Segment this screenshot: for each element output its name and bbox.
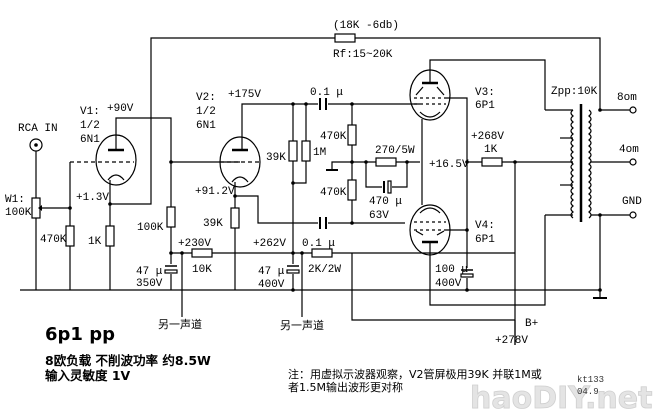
cathode-resistor-v1 — [105, 225, 115, 247]
note-line-2: 者1.5M输出波形更对称 — [288, 380, 403, 394]
cathode-voltage: +16.5V — [429, 159, 469, 171]
v3-name: V3: — [475, 87, 495, 99]
pot-name: W1: — [5, 194, 25, 206]
cap-bottom-label: 0.1 μ — [302, 238, 335, 250]
res-10k-label: 10K — [192, 264, 212, 276]
v3-type: 6P1 — [475, 100, 495, 112]
v1-plate-voltage: +90V — [107, 103, 134, 115]
grid-resistor-top-label: 470K — [320, 131, 347, 143]
grid-resistor-bottom — [347, 179, 357, 201]
rca-input-label: RCA IN — [18, 123, 58, 135]
output-transformer: Zpp:10K 8om 4om GND — [545, 86, 642, 299]
cathode-resistor-v2 — [230, 207, 240, 229]
screen-cap-voltage: 400V — [435, 278, 462, 290]
watermark: haoDIY.net — [470, 381, 652, 413]
v1-cathode-voltage: +1.3V — [76, 192, 109, 204]
cap1-voltage: 350V — [136, 278, 163, 290]
terminal-8om — [629, 106, 637, 114]
cap1-value: 47 μ — [136, 266, 163, 278]
v2-section: 1/2 — [196, 106, 216, 118]
other-channel-label-2: 另一声道 — [280, 318, 324, 332]
cap2-voltage: 400V — [258, 279, 285, 291]
note-line-1: 注：用虚拟示波器观察，V2管屏极用39K 并联1M或 — [288, 367, 542, 381]
node-262-label: +262V — [253, 238, 286, 250]
tap-8om-label: 8om — [617, 92, 637, 104]
v2-type: 6N1 — [196, 120, 216, 132]
grid-resistor-label: 470K — [40, 234, 67, 246]
cathode-bias-network: 270/5W 470 μ 63V +16.5V — [352, 119, 469, 222]
cathode-cap-voltage: 63V — [369, 210, 389, 222]
transformer-label: Zpp:10K — [551, 86, 598, 98]
v2-plate-resistor-b-label: 1M — [313, 147, 326, 159]
cathode-resistor-label: 270/5W — [375, 145, 415, 157]
signature-line-2: 04.9 — [577, 387, 599, 397]
supply-resistor-10k — [191, 248, 213, 258]
circuit-title: 6p1 pp — [45, 324, 115, 345]
input-stage: RCA IN W1: 100K 470K — [5, 123, 75, 290]
feedback-label-top: (18K -6db) — [333, 20, 399, 32]
signature-line-1: kt133 — [577, 375, 604, 385]
tube-v4: V4: 6P1 — [409, 204, 546, 306]
other-channel-label-1: 另一声道 — [158, 317, 202, 331]
coupling-cap-top-label: 0.1 μ — [310, 87, 343, 99]
plate-resistor-v2-39k — [288, 140, 298, 162]
cathode-cap-value: 470 μ — [369, 196, 402, 208]
plate-resistor-v1 — [166, 206, 176, 228]
terminal-gnd — [629, 211, 637, 219]
cap2-value: 47 μ — [258, 266, 285, 278]
spec-line-2: 输入灵敏度 1V — [45, 368, 131, 383]
res-2k-label: 2K/2W — [308, 264, 341, 276]
v4-type: 6P1 — [475, 234, 495, 246]
b-plus-label: B+ — [525, 318, 538, 330]
b-plus-voltage: +278V — [495, 335, 528, 347]
screen-resistor-1k — [481, 157, 503, 167]
ground-bus — [20, 288, 602, 292]
v2-plate-voltage: +175V — [228, 89, 261, 101]
spec-line-1: 8欧负载 不削波功率 约8.5W — [45, 353, 211, 368]
v4-name: V4: — [475, 220, 495, 232]
tube-v2: V2: 1/2 6N1 +175V 39K 1M +91.2V 39K — [195, 89, 420, 290]
plate-resistor-v2-1m — [301, 140, 311, 162]
v2-cathode-resistor-label: 39K — [203, 218, 223, 230]
v2-plate-resistor-a-label: 39K — [266, 152, 286, 164]
cathode-resistor-270 — [375, 157, 397, 167]
screen-supply: +268V 1K 100 μ 400V — [435, 131, 573, 345]
tap-4om-label: 4om — [619, 144, 639, 156]
terminal-4om — [629, 158, 637, 166]
v1-section: 1/2 — [80, 120, 100, 132]
power-supply: +230V 10K 47 μ 350V +262V 0.1 μ 2K/2W 47… — [136, 230, 538, 347]
tap-gnd-label: GND — [622, 196, 642, 208]
screen-voltage: +268V — [471, 131, 504, 143]
coupling-network: 0.1 μ 470K 470K — [310, 87, 357, 229]
grid-resistor-bottom-label: 470K — [320, 187, 347, 199]
v1-plate-resistor-label: 100K — [137, 222, 164, 234]
feedback-network: (18K -6db) Rf:15~20K — [150, 20, 601, 118]
node-230-label: +230V — [178, 238, 211, 250]
supply-resistor-2k — [311, 248, 333, 258]
grid-resistor-470k — [65, 225, 75, 247]
tube-v1: V1: 1/2 6N1 +90V +1.3V 1K 100K — [70, 103, 240, 290]
v1-cathode-resistor-label: 1K — [88, 236, 102, 248]
feedback-resistor — [334, 33, 356, 43]
v2-cathode-voltage: +91.2V — [195, 186, 235, 198]
feedback-label-bottom: Rf:15~20K — [333, 49, 393, 61]
v1-name: V1: — [80, 106, 100, 118]
grid-resistor-top — [347, 124, 357, 146]
v2-name: V2: — [196, 92, 216, 104]
v1-type: 6N1 — [80, 134, 100, 146]
screen-cap-value: 100 μ — [435, 264, 468, 276]
pot-value: 100K — [5, 207, 32, 219]
screen-resistor-label: 1K — [484, 144, 498, 156]
tube-v3: V3: 6P1 — [409, 59, 546, 290]
